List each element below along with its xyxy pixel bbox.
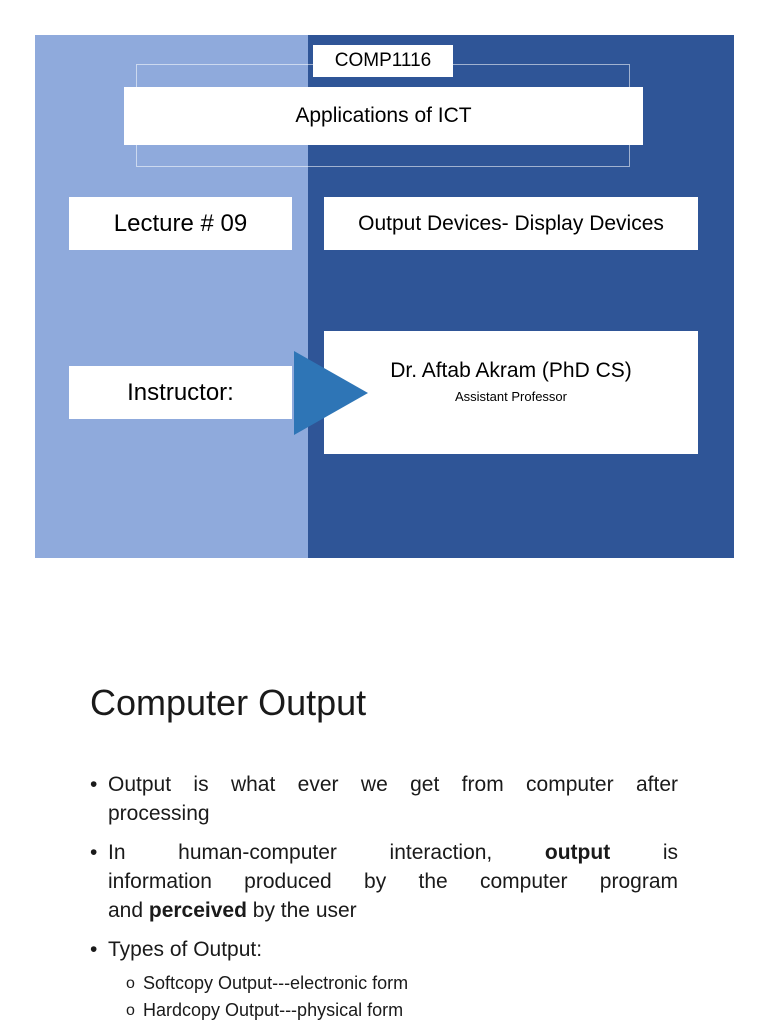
instructor-label: Instructor:	[69, 366, 292, 419]
bullet-icon: •	[90, 841, 98, 864]
instructor-name: Dr. Aftab Akram (PhD CS)	[390, 359, 632, 382]
bold-term-perceived: perceived	[148, 899, 247, 922]
bullet-text: information produced by the computer pro…	[108, 870, 678, 893]
bullet-text: Output is what ever we get from computer…	[108, 773, 678, 796]
bullet-text: processing	[108, 802, 210, 825]
bullet-text: In human-computer interaction, output is	[108, 838, 678, 867]
circle-bullet-icon: o	[126, 975, 135, 992]
text-fragment: is	[610, 841, 679, 864]
course-title: Applications of ICT	[124, 87, 643, 145]
arrow-right-icon	[294, 351, 368, 435]
course-code: COMP1116	[313, 45, 453, 77]
bullet-text: Types of Output:	[108, 938, 263, 961]
slide-title: Computer Output	[90, 682, 367, 723]
bullet-text: and perceived by the user	[108, 896, 678, 925]
bullet-icon: •	[90, 773, 98, 796]
instructor-role: Assistant Professor	[455, 389, 567, 404]
sub-list-item: o Softcopy Output---electronic form	[126, 970, 678, 997]
bold-term-output: output	[544, 841, 611, 864]
circle-bullet-icon: o	[126, 1002, 135, 1019]
lecture-topic: Output Devices- Display Devices	[324, 197, 698, 250]
list-item: • Types of Output: o Softcopy Output---e…	[90, 935, 678, 1024]
sub-bullet-text: Softcopy Output---electronic form	[143, 973, 409, 993]
sub-bullet-list: o Softcopy Output---electronic form o Ha…	[108, 970, 678, 1024]
content-slide: Computer Output • Output is what ever we…	[0, 660, 768, 1024]
instructor-card: Dr. Aftab Akram (PhD CS) Assistant Profe…	[324, 331, 698, 454]
list-item: • In human-computer interaction, output …	[90, 838, 678, 925]
text-fragment: by the user	[246, 899, 357, 922]
text-fragment: In human-computer interaction,	[108, 841, 545, 864]
text-fragment: and	[108, 899, 149, 922]
bullet-icon: •	[90, 938, 98, 961]
list-item: • Output is what ever we get from comput…	[90, 770, 678, 828]
lecture-number: Lecture # 09	[69, 197, 292, 250]
title-slide: Applications of ICT COMP1116 Lecture # 0…	[35, 35, 734, 558]
bullet-list: • Output is what ever we get from comput…	[90, 770, 678, 1024]
sub-list-item: o Hardcopy Output---physical form	[126, 997, 678, 1024]
sub-bullet-text: Hardcopy Output---physical form	[143, 1000, 404, 1020]
